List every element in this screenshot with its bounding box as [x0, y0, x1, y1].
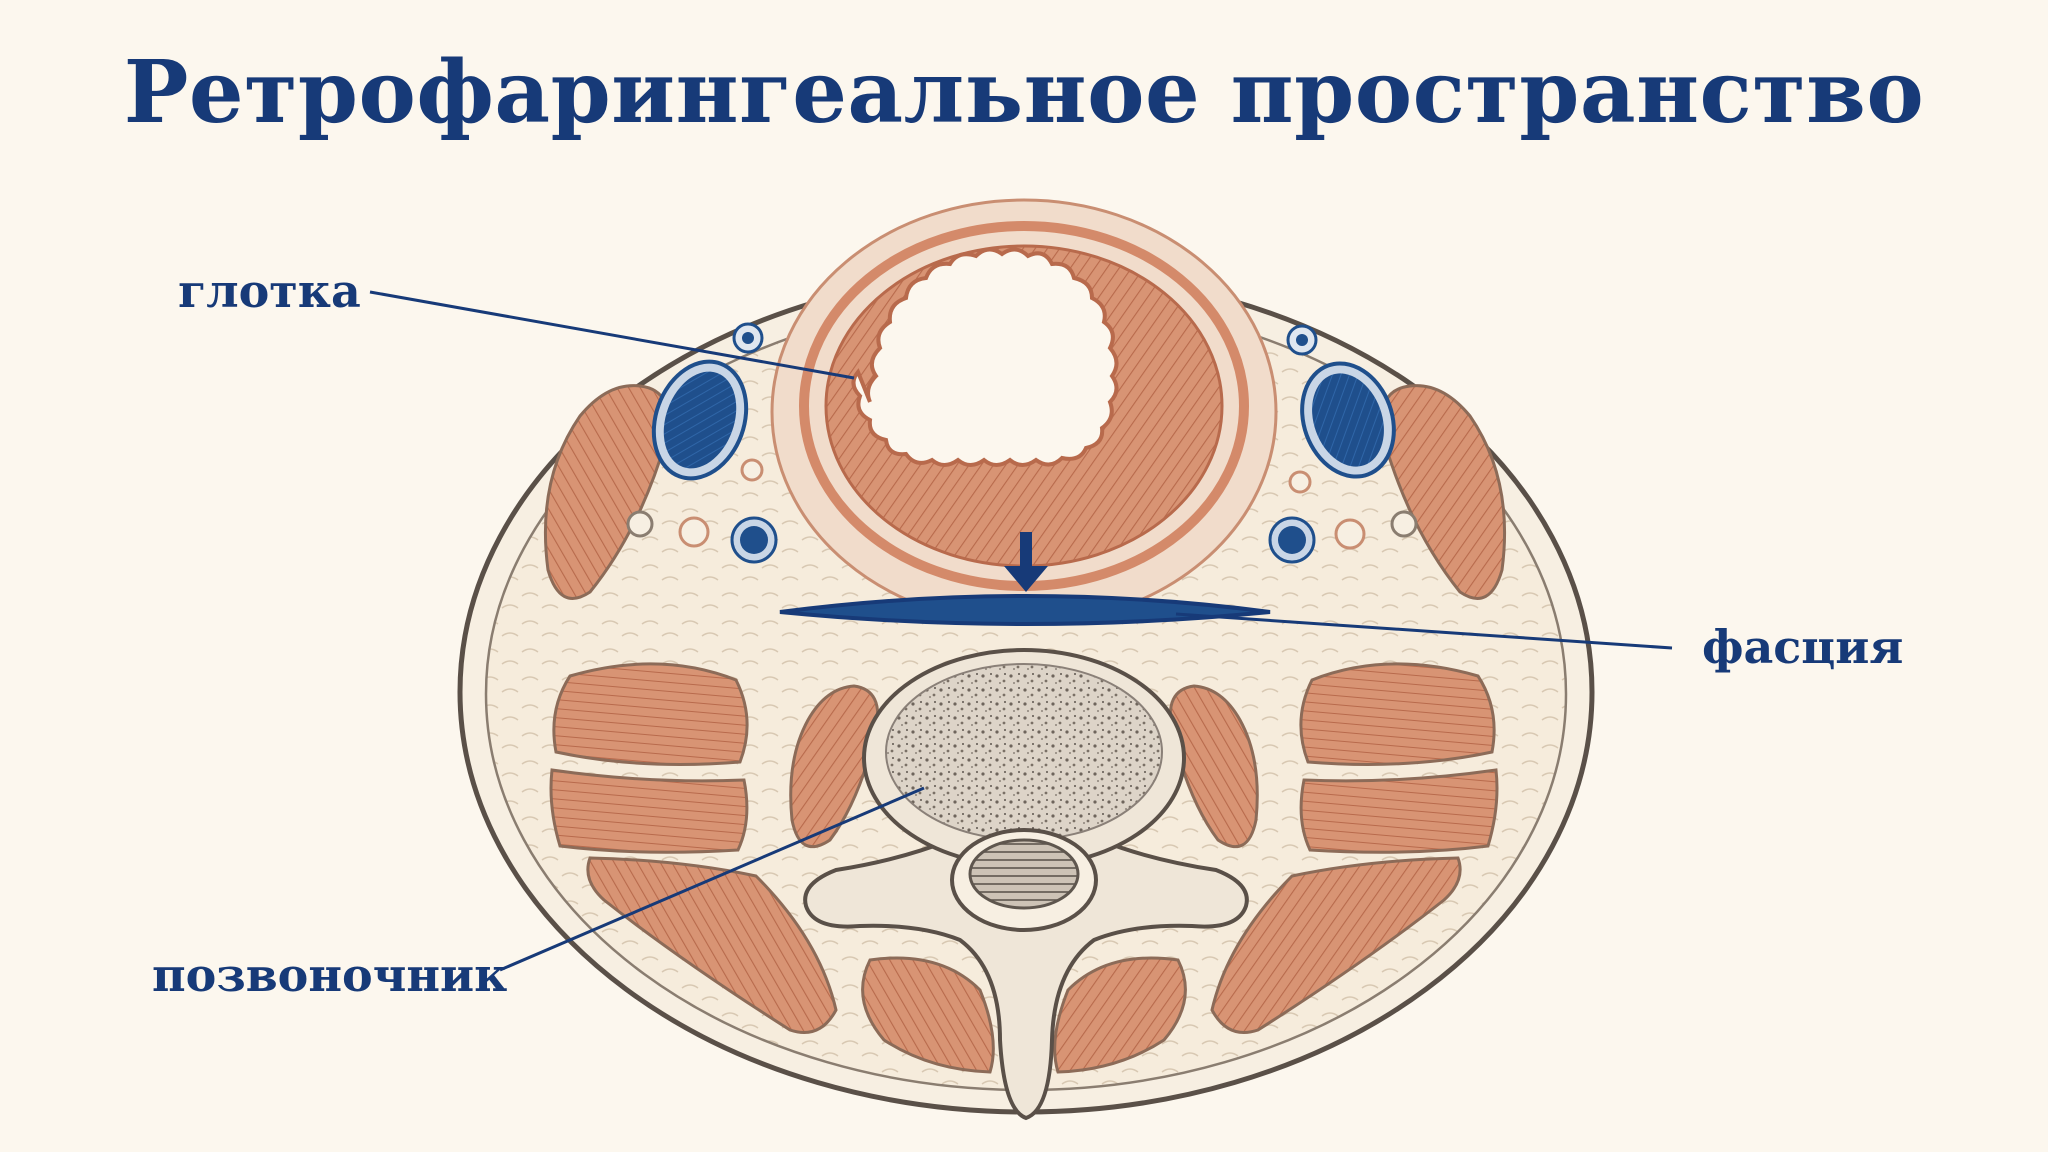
- left-posterior-muscle-middle: [549, 768, 749, 854]
- right-nerve-1: [1334, 518, 1366, 550]
- left-posterior-muscle-lower: [586, 856, 838, 1034]
- right-carotid-artery-lumen: [1278, 526, 1306, 554]
- right-small-vessel-top-inner: [1296, 334, 1308, 346]
- left-paraspinal-muscle: [861, 956, 995, 1074]
- right-paraspinal-muscle: [1053, 956, 1187, 1074]
- page-title: Ретрофарингеальное пространство: [123, 42, 1925, 143]
- spinal-cord: [968, 838, 1080, 910]
- fascia-leader-line: [1175, 612, 1673, 650]
- left-internal-jugular-vein-lumen: [663, 371, 737, 469]
- retropharyngeal-arrow-head: [1004, 566, 1048, 592]
- right-posterior-muscle-lower: [1210, 856, 1462, 1034]
- spine-leader-line: [499, 786, 925, 972]
- right-nerve-3: [1288, 470, 1312, 494]
- right-posterior-muscle-upper: [1299, 662, 1496, 766]
- label-fascia: фасция: [1702, 620, 1904, 674]
- label-pharynx: глотка: [178, 264, 361, 318]
- left-posterior-muscle-upper: [552, 662, 749, 766]
- left-small-vessel-top-inner: [742, 332, 754, 344]
- right-internal-jugular-vein-lumen: [1312, 373, 1384, 467]
- pharynx-leader-line: [369, 290, 855, 380]
- left-nerve-3: [740, 458, 764, 482]
- left-carotid-artery-lumen: [740, 526, 768, 554]
- left-nerve-1: [678, 516, 710, 548]
- vertebral-arch: [803, 838, 1249, 1121]
- right-nerve-2: [1390, 510, 1418, 538]
- pharynx-lumen: [851, 247, 1119, 467]
- right-posterior-muscle-middle: [1299, 768, 1499, 854]
- left-nerve-2: [626, 510, 654, 538]
- vertebral-body-cancellous: [885, 663, 1163, 841]
- label-spine: позвоночник: [152, 948, 508, 1002]
- prevertebral-fascia: [779, 594, 1271, 626]
